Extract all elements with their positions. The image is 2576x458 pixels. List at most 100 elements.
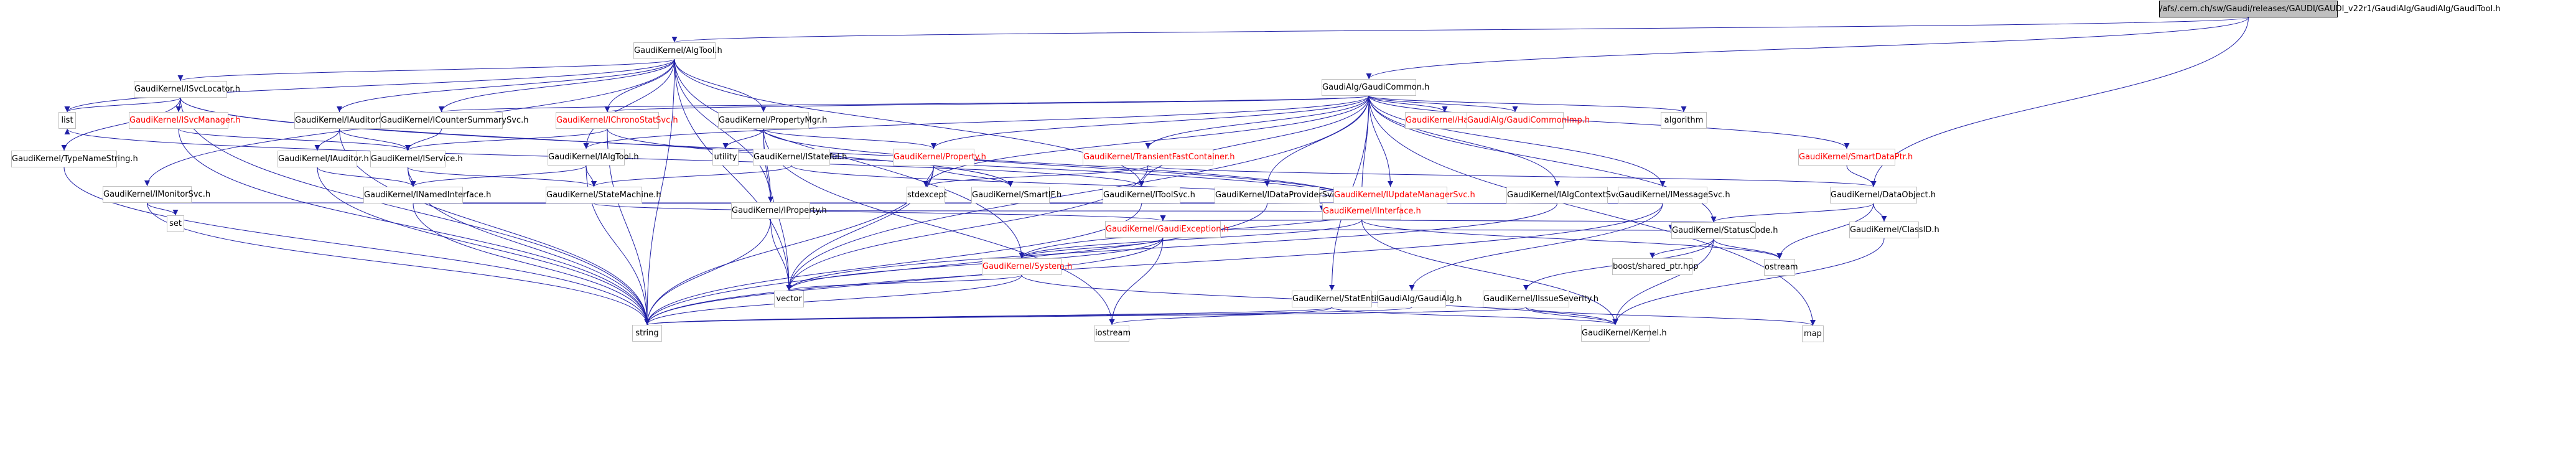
edge-ichrono-to-iservice bbox=[405, 128, 608, 151]
edge-statentity-to-iostream bbox=[1109, 307, 1332, 325]
node-vector: vector bbox=[774, 291, 804, 307]
edge-ialgtool-to-inamed bbox=[410, 165, 587, 187]
edge-inamed-to-string bbox=[413, 203, 650, 325]
edge-algtool-to-ialgtool bbox=[583, 58, 675, 149]
node-itool-svc[interactable]: GaudiKernel/IToolSvc.h bbox=[1103, 187, 1195, 203]
node-property[interactable]: GaudiKernel/Property.h bbox=[893, 149, 986, 166]
edge-gcommon-to-map bbox=[1368, 95, 1816, 326]
edge-gexc-to-statuscode bbox=[1220, 224, 1672, 231]
edge-iinterface-to-kernel bbox=[1361, 219, 1618, 325]
node-isvc-manager[interactable]: GaudiKernel/ISvcManager.h bbox=[129, 112, 240, 129]
node-gaudi-alg[interactable]: GaudiAlg/GaudiAlg.h bbox=[1378, 291, 1462, 307]
node-property-mgr[interactable]: GaudiKernel/PropertyMgr.h bbox=[718, 112, 827, 129]
edge-dataobj-to-classid bbox=[1873, 203, 1887, 222]
edge-algtool-to-string bbox=[644, 58, 675, 325]
edge-gexc-to-string bbox=[644, 237, 1164, 325]
edge-gaudialg-to-string bbox=[645, 307, 1412, 325]
edge-iaud-to-inamed bbox=[317, 167, 416, 187]
edge-system-to-vector bbox=[786, 274, 1022, 291]
node-system[interactable]: GaudiKernel/System.h bbox=[982, 258, 1072, 275]
edge-statentity-to-kernel bbox=[1332, 307, 1618, 325]
edge-iissue-to-string bbox=[645, 307, 1526, 325]
node-idata-provider-svc[interactable]: GaudiKernel/IDataProviderSvc.h bbox=[1215, 187, 1344, 203]
edge-gcommon-to-algorithm bbox=[1368, 95, 1687, 113]
node-kernel[interactable]: GaudiKernel/Kernel.h bbox=[1581, 325, 1667, 342]
edge-algtool-to-vector bbox=[674, 58, 792, 291]
edge-propmgr-to-iinterface bbox=[763, 128, 1365, 203]
node-smart-data-ptr[interactable]: GaudiKernel/SmartDataPtr.h bbox=[1798, 149, 1913, 166]
node-gaudi-common[interactable]: GaudiAlg/GaudiCommon.h bbox=[1322, 79, 1429, 96]
dependency-edges bbox=[61, 17, 2249, 326]
node-ostream: ostream bbox=[1764, 259, 1798, 276]
edge-dataobj-to-statuscode bbox=[1710, 203, 1874, 223]
edge-algtool-to-icsum bbox=[439, 58, 675, 113]
edge-iinterface-to-ostream bbox=[1361, 219, 1783, 259]
node-iostream: iostream bbox=[1094, 325, 1131, 342]
node-iproperty[interactable]: GaudiKernel/IProperty.h bbox=[731, 202, 827, 219]
edge-gcommon-to-stdexcept bbox=[923, 95, 1370, 187]
edge-ialgctx-to-vector bbox=[786, 203, 1557, 291]
edge-algtool-to-iaudsvc bbox=[337, 58, 675, 113]
edge-iproperty-to-vector bbox=[770, 218, 792, 291]
edge-gcommon-to-ialgtool bbox=[583, 95, 1370, 149]
node-algorithm: algorithm bbox=[1661, 112, 1707, 129]
node-map: map bbox=[1802, 325, 1824, 342]
edge-gcommon-to-iinterface bbox=[1359, 95, 1370, 203]
edge-gcommon-to-itoolsvc bbox=[1139, 95, 1370, 187]
node-iupdate-manager-svc[interactable]: GaudiKernel/IUpdateManagerSvc.h bbox=[1333, 187, 1475, 203]
edge-iissue-to-map bbox=[1526, 307, 1816, 326]
edge-root-to-algtool bbox=[672, 17, 2249, 43]
edge-gcommon-to-iupdmgr bbox=[1368, 95, 1393, 187]
node-imonitor-svc[interactable]: GaudiKernel/IMonitorSvc.h bbox=[103, 186, 210, 203]
node-iinterface[interactable]: GaudiKernel/IInterface.h bbox=[1322, 203, 1421, 220]
edge-algtool-to-list bbox=[64, 58, 675, 113]
node-gaudi-common-imp[interactable]: GaudiAlg/GaudiCommonImp.h bbox=[1467, 112, 1590, 129]
node-inamed-interface[interactable]: GaudiKernel/INamedInterface.h bbox=[363, 187, 491, 203]
node-icounter-summary-svc[interactable]: GaudiKernel/ICounterSummarySvc.h bbox=[380, 112, 528, 129]
node-class-id[interactable]: GaudiKernel/ClassID.h bbox=[1849, 222, 1939, 238]
node-istateful[interactable]: GaudiKernel/IStateful.h bbox=[753, 149, 847, 166]
node-gaudi-exception[interactable]: GaudiKernel/GaudiException.h bbox=[1105, 221, 1229, 238]
node-boost-shared-ptr: boost/shared_ptr.hpp bbox=[1612, 258, 1699, 275]
node-ichrono-stat-svc[interactable]: GaudiKernel/IChronoStatSvc.h bbox=[556, 112, 678, 129]
node-state-machine[interactable]: GaudiKernel/StateMachine.h bbox=[546, 187, 661, 203]
edge-property-to-smartif bbox=[933, 165, 1014, 187]
edge-gcommon-to-idataprov bbox=[1264, 95, 1370, 187]
edge-algtool-to-isvcloc bbox=[177, 58, 675, 82]
edge-propmgr-to-property bbox=[763, 128, 936, 149]
node-isvc-locator[interactable]: GaudiKernel/ISvcLocator.h bbox=[134, 81, 240, 98]
edge-statuscode-to-ostream bbox=[1713, 238, 1783, 259]
node-iissue-severity[interactable]: GaudiKernel/IIssueSeverity.h bbox=[1483, 291, 1598, 307]
edge-propmgr-to-utility bbox=[722, 128, 764, 149]
edge-algtool-to-ichrono bbox=[604, 58, 675, 113]
edge-imsgsvc-to-gaudialg bbox=[1409, 203, 1663, 291]
node-iauditor-svc[interactable]: GaudiKernel/IAuditorSvc.h bbox=[294, 112, 401, 129]
node-imessage-svc[interactable]: GaudiKernel/IMessageSvc.h bbox=[1618, 187, 1730, 203]
node-alg-tool[interactable]: GaudiKernel/AlgTool.h bbox=[633, 42, 722, 59]
node-transient-fast-container[interactable]: GaudiKernel/TransientFastContainer.h bbox=[1083, 149, 1235, 166]
node-smart-if[interactable]: GaudiKernel/SmartIF.h bbox=[971, 187, 1062, 203]
edge-gexc-to-vector bbox=[786, 237, 1164, 291]
edge-isvcmgr-to-string bbox=[178, 128, 650, 325]
edge-statuscode-to-kernel bbox=[1612, 238, 1714, 325]
node-type-name-string[interactable]: GaudiKernel/TypeNameString.h bbox=[11, 151, 138, 167]
edge-statuscode-to-boostsp bbox=[1650, 238, 1714, 259]
node-iauditor[interactable]: GaudiKernel/IAuditor.h bbox=[278, 151, 369, 167]
edge-dataobj-to-ostream bbox=[1776, 203, 1874, 259]
edge-iaud-to-string bbox=[317, 167, 650, 325]
node-status-code[interactable]: GaudiKernel/StatusCode.h bbox=[1671, 222, 1778, 239]
node-data-object[interactable]: GaudiKernel/DataObject.h bbox=[1830, 187, 1936, 203]
edge-gcommon-to-imsgsvc bbox=[1368, 95, 1666, 187]
edge-gexc-to-iostream bbox=[1109, 237, 1164, 325]
node-stat-entity[interactable]: GaudiKernel/StatEntity.h bbox=[1292, 291, 1391, 307]
edge-iaudsvc-to-iservice bbox=[339, 128, 411, 151]
edge-iinterface-to-statuscode bbox=[1361, 216, 1715, 223]
node-list: list bbox=[58, 112, 76, 129]
node-iservice[interactable]: GaudiKernel/IService.h bbox=[370, 151, 463, 167]
edge-gcommon-to-hashmap bbox=[1368, 95, 1448, 113]
node-ialg-context-svc[interactable]: GaudiKernel/IAlgContextSvc.h bbox=[1506, 187, 1628, 203]
node-ialg-tool[interactable]: GaudiKernel/IAlgTool.h bbox=[548, 149, 639, 166]
edge-isvcloc-to-smartif bbox=[180, 97, 1014, 187]
edge-iinterface-to-gexc bbox=[1162, 215, 1362, 222]
